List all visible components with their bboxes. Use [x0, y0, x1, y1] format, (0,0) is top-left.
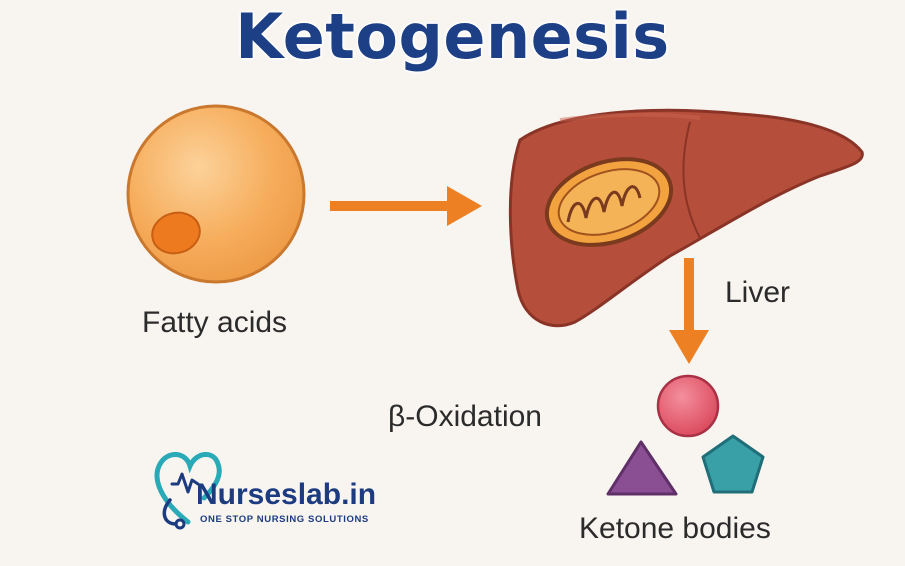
- brand-name: Nurseslab.in: [196, 478, 377, 511]
- ketone-bodies-label: Ketone bodies: [579, 512, 771, 545]
- beta-oxidation-label: β-Oxidation: [388, 400, 542, 433]
- circle-icon: [656, 374, 720, 438]
- heart-stethoscope-logo-icon: [154, 452, 222, 530]
- arrow-right-icon: [330, 186, 482, 226]
- mitochondrion-icon: [544, 157, 674, 247]
- fat-cell-icon: [126, 104, 306, 284]
- pentagon-icon: [701, 434, 765, 494]
- arrow-down-icon: [669, 258, 709, 364]
- fatty-acids-label: Fatty acids: [142, 306, 288, 339]
- triangle-icon: [606, 440, 678, 496]
- brand-tagline: ONE STOP NURSING SOLUTIONS: [200, 514, 369, 525]
- liver-label: Liver: [725, 276, 791, 309]
- diagram-title: Ketogenesis: [234, 0, 670, 74]
